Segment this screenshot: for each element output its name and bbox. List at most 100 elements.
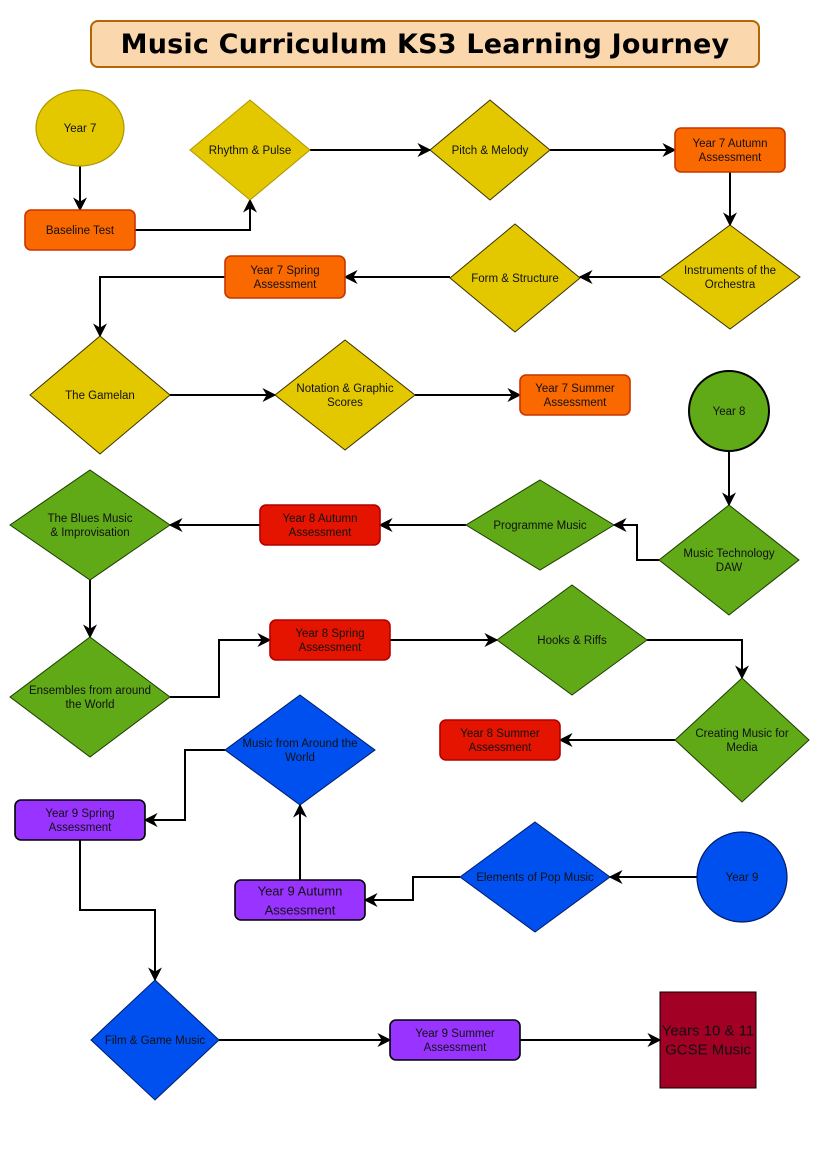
node-label: Rhythm & Pulse: [209, 145, 291, 157]
node-label: Baseline Test: [46, 225, 115, 237]
node-hooks-riffs[interactable]: Hooks & Riffs: [496, 584, 648, 696]
title-banner: Music Curriculum KS3 Learning Journey: [90, 20, 760, 68]
assessment-box: [259, 504, 381, 546]
node-label: Scores: [327, 397, 363, 409]
node-label: Years 10 & 11: [662, 1023, 755, 1040]
node-year7[interactable]: Year 7: [35, 89, 125, 167]
topic-diamond: [658, 504, 800, 616]
node-label: Orchestra: [705, 279, 756, 291]
node-label: The Blues Music: [47, 513, 132, 525]
node-label: Assessment: [469, 742, 532, 754]
connector-y9-spring-to-film-game: [79, 840, 162, 982]
node-label: Year 9 Summer: [415, 1028, 495, 1040]
node-rhythm-pulse[interactable]: Rhythm & Pulse: [189, 99, 311, 201]
topic-diamond: [90, 979, 220, 1101]
node-label: the World: [65, 699, 114, 711]
node-label: Year 8 Summer: [460, 728, 540, 740]
node-label: Year 7 Summer: [535, 383, 615, 395]
topic-diamond: [429, 99, 551, 201]
assessment-box: [14, 799, 146, 841]
assessment-box: [439, 719, 561, 761]
node-label: Elements of Pop Music: [476, 872, 594, 884]
node-gcse[interactable]: Years 10 & 11 GCSE Music: [659, 991, 757, 1089]
node-label: Assessment: [289, 527, 352, 539]
node-label: Year 9 Spring: [45, 808, 114, 820]
node-label: Year 7 Spring: [250, 265, 319, 277]
connector-music-around-world-to-y9-spring: [143, 749, 225, 827]
topic-diamond: [29, 335, 171, 455]
topic-diamond: [9, 469, 171, 581]
topic-diamond: [674, 677, 810, 803]
node-label: Programme Music: [493, 520, 587, 532]
topic-diamond: [189, 99, 311, 201]
node-label: Year 9: [726, 872, 759, 884]
node-label: Music Technology: [683, 548, 774, 560]
node-year8[interactable]: Year 8: [688, 370, 770, 452]
node-label: Assessment: [544, 397, 607, 409]
node-label: Year 7 Autumn: [692, 138, 767, 150]
assessment-box: [389, 1019, 521, 1061]
assessment-box: [269, 619, 391, 661]
topic-diamond: [465, 479, 615, 571]
topic-diamond: [449, 223, 581, 333]
connector-pop-elements-to-y9-autumn: [363, 876, 460, 907]
connector-music-tech-daw-to-programme-music: [612, 518, 659, 561]
node-label: Assessment: [424, 1042, 487, 1054]
node-label: Instruments of the: [684, 265, 776, 277]
topic-diamond: [659, 224, 801, 330]
node-label: Year 9 Autumn: [258, 884, 343, 899]
node-label: Assessment: [265, 903, 336, 918]
node-blues-improv[interactable]: The Blues Music & Improvisation: [9, 469, 171, 581]
node-label: GCSE Music: [665, 1042, 751, 1059]
start-circle: [35, 89, 125, 167]
topic-diamond: [459, 821, 611, 933]
node-film-game[interactable]: Film & Game Music: [90, 979, 220, 1101]
node-pop-elements[interactable]: Elements of Pop Music: [459, 821, 611, 933]
node-pitch-melody[interactable]: Pitch & Melody: [429, 99, 551, 201]
node-label: Pitch & Melody: [452, 145, 529, 157]
node-label: & Improvisation: [50, 527, 129, 539]
node-label: Year 8: [713, 406, 746, 418]
assessment-box: [24, 209, 136, 251]
node-label: Year 8 Autumn: [282, 513, 357, 525]
node-label: World: [285, 752, 315, 764]
node-label: Creating Music for: [695, 728, 788, 740]
connector-ensembles-world-to-y8-spring: [170, 633, 272, 698]
node-label: Assessment: [699, 152, 762, 164]
connector-baseline-test-to-rhythm-pulse: [135, 198, 257, 231]
topic-diamond: [496, 584, 648, 696]
node-label: Assessment: [254, 279, 317, 291]
node-year9[interactable]: Year 9: [696, 831, 788, 923]
assessment-box: [674, 127, 786, 173]
node-programme-music[interactable]: Programme Music: [465, 479, 615, 571]
assessment-box: [519, 374, 631, 416]
node-label: Assessment: [299, 642, 362, 654]
node-label: Film & Game Music: [105, 1035, 206, 1047]
connector-y7-spring-to-gamelan: [93, 276, 225, 338]
node-label: Form & Structure: [471, 273, 559, 285]
start-circle: [688, 370, 770, 452]
node-label: Assessment: [49, 822, 112, 834]
node-baseline-test[interactable]: Baseline Test: [24, 209, 136, 251]
node-label: Notation & Graphic: [296, 383, 393, 395]
node-label: Media: [726, 742, 758, 754]
node-form-structure[interactable]: Form & Structure: [449, 223, 581, 333]
connector-hooks-riffs-to-creating-media: [647, 639, 749, 680]
node-gamelan[interactable]: The Gamelan: [29, 335, 171, 455]
